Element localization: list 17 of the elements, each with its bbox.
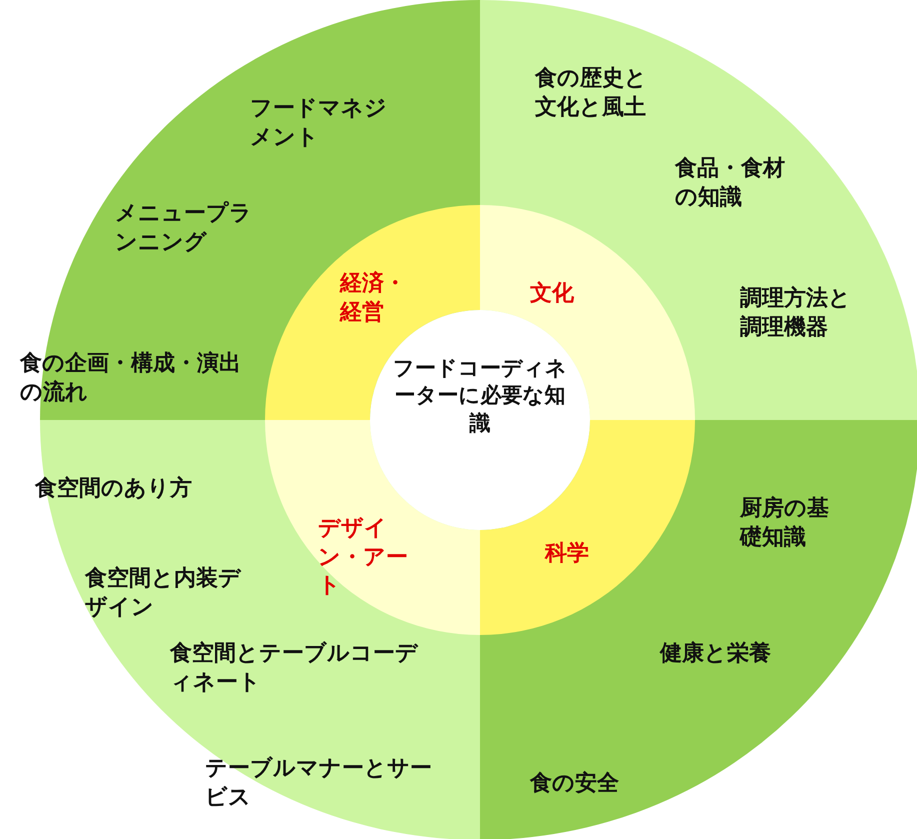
topic-label: メニュープランニング xyxy=(115,200,253,257)
center-label: フードコーディネーターに必要な知識 xyxy=(392,355,568,437)
topic-label: テーブルマナーとサービス xyxy=(205,755,433,812)
topic-label: 食品・食材の知識 xyxy=(675,155,786,212)
category-label: デザイン・アート xyxy=(318,515,409,600)
topic-label: 調理方法と調理機器 xyxy=(740,285,852,342)
topic-label: 食の歴史と文化と風土 xyxy=(535,65,648,122)
topic-label: フードマネジメント xyxy=(250,95,388,152)
topic-label: 食の安全 xyxy=(530,770,620,798)
topic-label: 厨房の基礎知識 xyxy=(740,495,830,552)
category-label: 経済・経営 xyxy=(340,270,407,327)
topic-label: 食空間と内装デザイン xyxy=(85,565,242,622)
category-label: 科学 xyxy=(545,540,590,568)
topic-label: 健康と栄養 xyxy=(660,640,772,668)
category-label: 文化 xyxy=(530,280,575,308)
topic-label: 食空間のあり方 xyxy=(35,475,193,503)
topic-label: 食空間とテーブルコーディネート xyxy=(170,640,420,697)
